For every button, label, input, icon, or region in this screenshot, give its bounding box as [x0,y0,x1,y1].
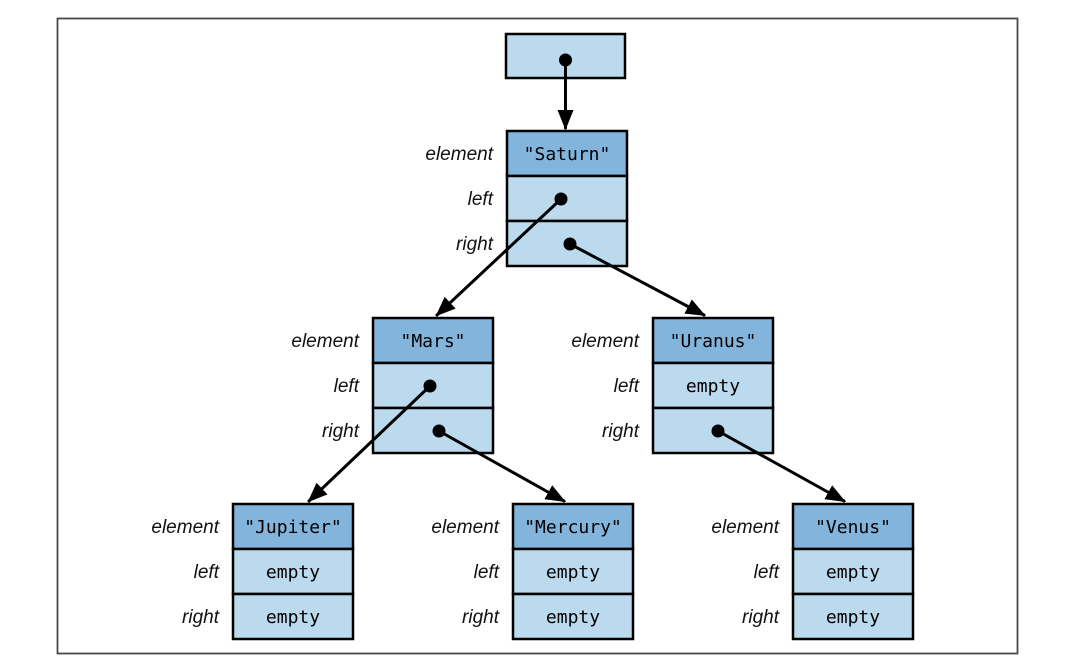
row-label-right: right [602,421,640,442]
left-cell [371,361,495,410]
row-label-element: element [151,517,219,538]
arrow-saturn-left-to-mars [435,197,563,317]
element-value: "Saturn" [524,144,611,165]
element-cell [511,502,635,551]
node-saturn: element left right "Saturn" [425,129,629,268]
right-empty-value: empty [826,607,880,628]
pointer-edges [307,53,846,503]
right-empty-value: empty [266,607,320,628]
left-cell [511,547,635,596]
element-value: "Venus" [815,517,891,538]
right-cell [791,592,915,641]
element-cell [371,316,495,365]
row-label-right: right [322,421,360,442]
node-jupiter: element left right "Jupiter" empty empty [151,502,355,641]
left-empty-value: empty [686,376,740,397]
arrow-mars-right-to-mercury [437,429,566,503]
row-label-element: element [425,144,493,165]
arrow-uranus-right-to-venus [716,429,846,503]
row-label-left: left [468,189,494,210]
row-label-right: right [462,607,500,628]
row-label-element: element [291,331,359,352]
row-label-left: left [614,376,640,397]
element-cell [231,502,355,551]
left-empty-value: empty [826,562,880,583]
node-venus: element left right "Venus" empty empty [711,502,915,641]
element-value: "Mars" [400,331,465,352]
right-cell [371,406,495,455]
right-cell [231,592,355,641]
element-value: "Uranus" [670,331,757,352]
left-cell [791,547,915,596]
row-label-left: left [474,562,500,583]
node-mercury: element left right "Mercury" empty empty [431,502,635,641]
row-label-right: right [742,607,780,628]
left-cell [231,547,355,596]
row-label-left: left [194,562,220,583]
arrow-saturn-right-to-uranus [568,242,706,317]
element-value: "Jupiter" [244,517,342,538]
row-label-right: right [182,607,220,628]
row-label-element: element [711,517,779,538]
node-mars: element left right "Mars" [291,316,495,455]
arrow-mars-left-to-jupiter [307,384,432,503]
row-label-element: element [431,517,499,538]
left-cell [651,361,775,410]
row-label-right: right [456,234,494,255]
row-label-left: left [334,376,360,397]
left-empty-value: empty [546,562,600,583]
right-cell [511,592,635,641]
left-empty-value: empty [266,562,320,583]
element-value: "Mercury" [524,517,622,538]
row-label-element: element [571,331,639,352]
row-label-left: left [754,562,780,583]
right-empty-value: empty [546,607,600,628]
